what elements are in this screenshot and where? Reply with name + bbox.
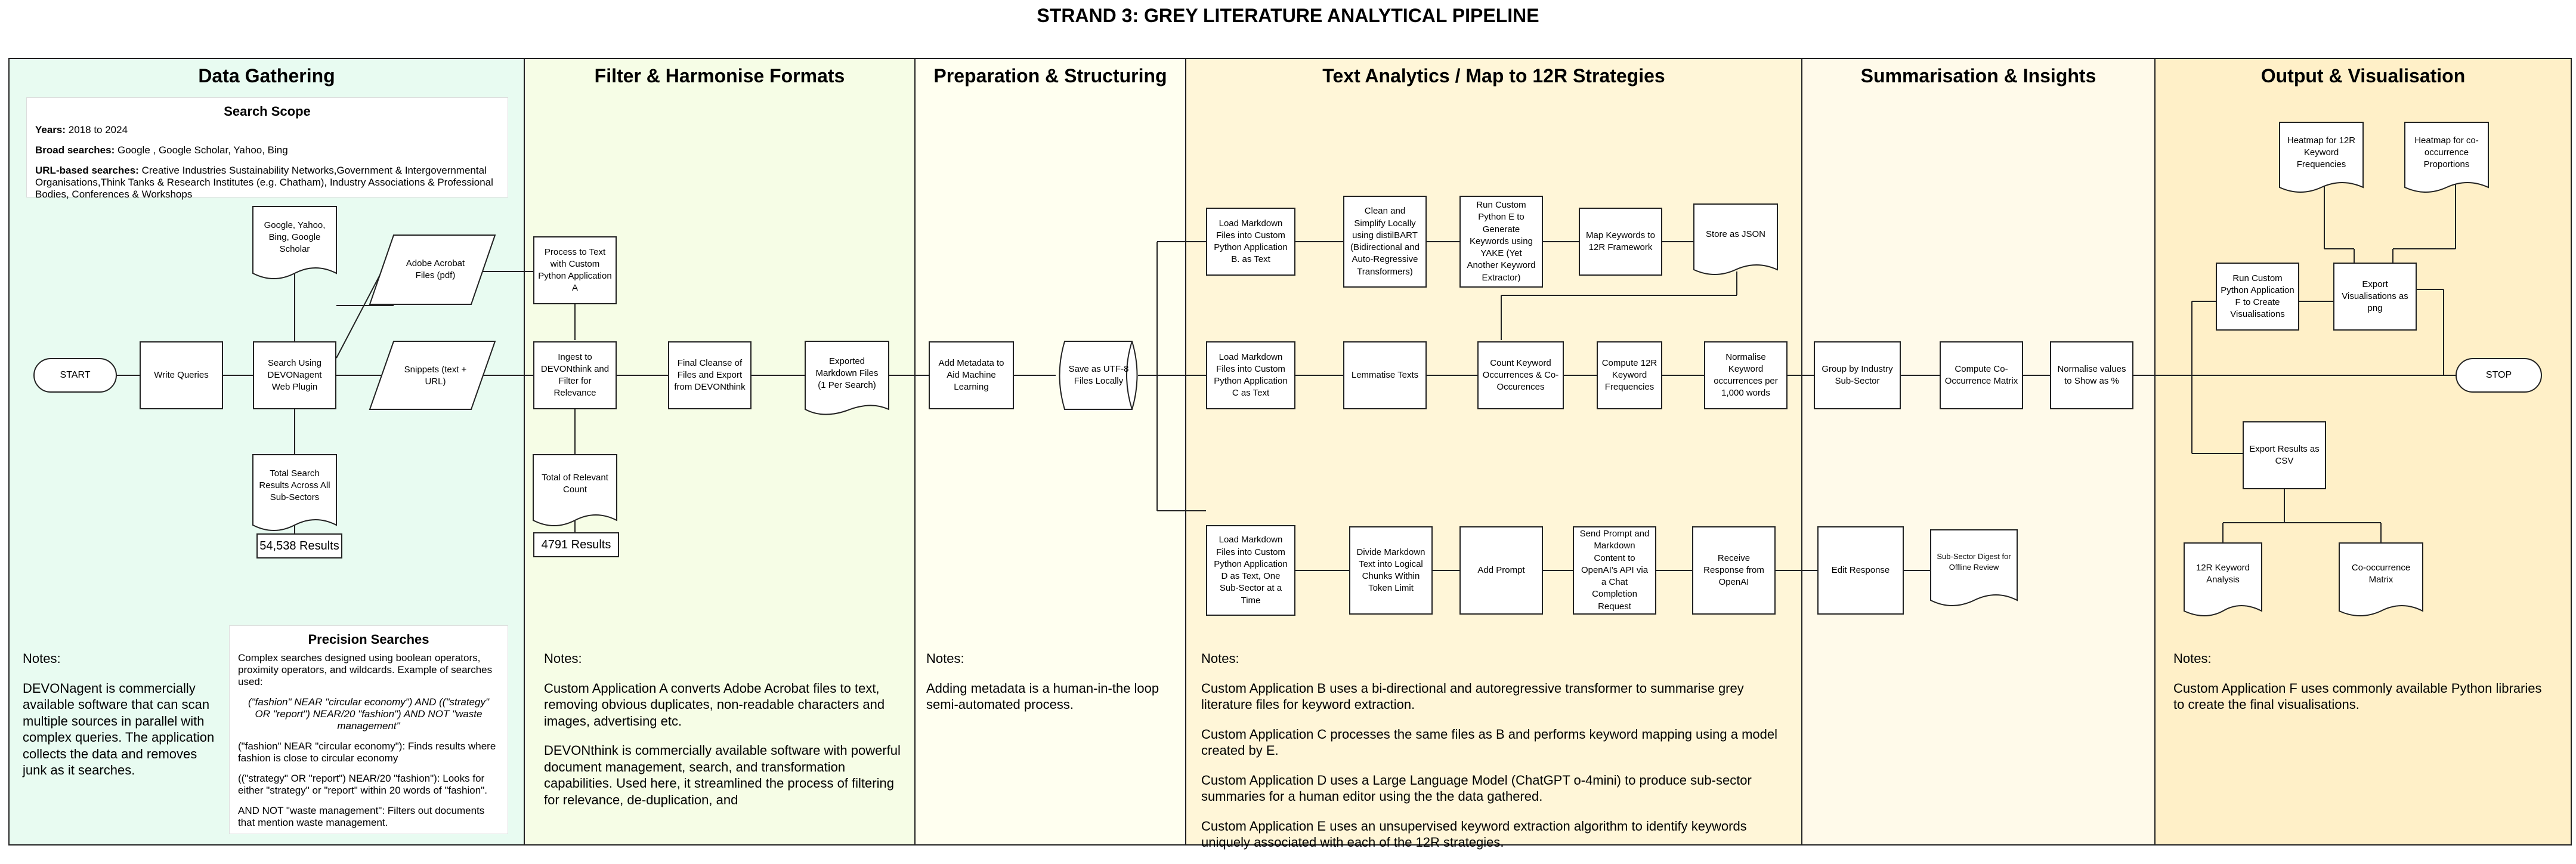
lane-title: Preparation & Structuring bbox=[933, 65, 1167, 87]
notes-gathering-text: DEVONagent is commercially available sof… bbox=[23, 680, 215, 778]
lane-title: Text Analytics / Map to 12R Strategies bbox=[1322, 65, 1665, 87]
stop-terminator: STOP bbox=[2456, 358, 2542, 393]
search-engines-doc: Google, Yahoo, Bing, Google Scholar bbox=[264, 220, 326, 255]
years-value: 2018 to 2024 bbox=[68, 124, 128, 135]
relevant-results-count: 4791 Results bbox=[533, 532, 619, 557]
heatmap-cooccurrence-doc: Heatmap for co-occurrence Proportions bbox=[2414, 135, 2479, 170]
lane-text-analytics: Text Analytics / Map to 12R Strategies bbox=[1185, 58, 1802, 846]
run-python-f-step: Run Custom Python Application F to Creat… bbox=[2216, 263, 2299, 331]
map-keywords-step: Map Keywords to 12R Framework bbox=[1579, 208, 1662, 276]
add-prompt-step: Add Prompt bbox=[1459, 526, 1543, 615]
notes-text-analytics: Notes: Custom Application B uses a bi-di… bbox=[1201, 650, 1792, 864]
notes-text-2: Custom Application C processes the same … bbox=[1201, 726, 1778, 758]
notes-label: Notes: bbox=[926, 651, 964, 666]
search-scope-panel: Search Scope Years: 2018 to 2024 Broad s… bbox=[26, 97, 508, 200]
lane-title: Data Gathering bbox=[198, 65, 335, 87]
notes-preparation: Notes: Adding metadata is a human-in-the… bbox=[926, 650, 1177, 726]
add-metadata-step: Add Metadata to Aid Machine Learning bbox=[929, 341, 1014, 409]
keyword-analysis-doc: 12R Keyword Analysis bbox=[2195, 562, 2250, 585]
store-json-doc: Store as JSON bbox=[1705, 229, 1766, 239]
notes-text-4: Custom Application E uses an unsupervise… bbox=[1201, 818, 1747, 850]
cooccurrence-matrix-doc: Co-occurrence Matrix bbox=[2351, 562, 2411, 585]
adobe-files-data: Adobe Acrobat Files (pdf) bbox=[406, 258, 465, 280]
normalise-percent-step: Normalise values to Show as % bbox=[2050, 341, 2133, 409]
precision-intro: Complex searches designed using boolean … bbox=[238, 652, 493, 687]
url-value: Creative Industries Sustainability Netwo… bbox=[35, 165, 493, 200]
load-markdown-b-step: Load Markdown Files into Custom Python A… bbox=[1206, 208, 1295, 276]
export-png-step: Export Visualisations as png bbox=[2333, 263, 2417, 331]
lemmatise-step: Lemmatise Texts bbox=[1343, 341, 1427, 409]
page-title: STRAND 3: GREY LITERATURE ANALYTICAL PIP… bbox=[1037, 5, 1539, 26]
lane-preparation: Preparation & Structuring bbox=[914, 58, 1186, 846]
ingest-devonthink-step: Ingest to DEVONthink and Filter for Rele… bbox=[533, 341, 617, 409]
precision-searches-panel: Precision Searches Complex searches desi… bbox=[229, 625, 508, 834]
divide-markdown-step: Divide Markdown Text into Logical Chunks… bbox=[1349, 526, 1433, 615]
notes-filter: Notes: Custom Application A converts Ado… bbox=[544, 650, 902, 821]
notes-label: Notes: bbox=[1201, 651, 1239, 666]
notes-label: Notes: bbox=[544, 651, 582, 666]
search-results-count: 54,538 Results bbox=[256, 533, 342, 558]
notes-text-1: Custom Application B uses a bi-direction… bbox=[1201, 680, 1744, 712]
snippets-data: Snippets (text + URL) bbox=[404, 364, 467, 387]
compute-12r-step: Compute 12R Keyword Frequencies bbox=[1597, 341, 1662, 409]
load-markdown-d-step: Load Markdown Files into Custom Python A… bbox=[1206, 525, 1295, 616]
notes-filter-text-1: Custom Application A converts Adobe Acro… bbox=[544, 680, 885, 729]
subsector-digest-doc: Sub-Sector Digest for Offline Review bbox=[1937, 552, 2011, 572]
years-label: Years: bbox=[35, 124, 66, 135]
exported-markdown-doc: Exported Markdown Files (1 Per Search) bbox=[815, 356, 879, 391]
precision-exp-2: (("strategy" OR "report") NEAR/20 "fashi… bbox=[238, 773, 487, 796]
run-python-e-step: Run Custom Python E to Generate Keywords… bbox=[1459, 196, 1543, 288]
lane-output: Output & Visualisation bbox=[2154, 58, 2572, 846]
write-queries-step: Write Queries bbox=[140, 341, 223, 409]
precision-heading: Precision Searches bbox=[308, 632, 429, 647]
receive-response-step: Receive Response from OpenAI bbox=[1692, 526, 1776, 615]
normalise-keyword-step: Normalise Keyword occurrences per 1,000 … bbox=[1704, 341, 1788, 409]
notes-filter-text-2: DEVONthink is commercially available sof… bbox=[544, 743, 901, 807]
start-terminator: START bbox=[33, 358, 117, 393]
export-csv-step: Export Results as CSV bbox=[2243, 421, 2326, 489]
precision-exp-1: ("fashion" NEAR "circular economy"): Fin… bbox=[238, 740, 496, 764]
final-cleanse-step: Final Cleanse of Files and Export from D… bbox=[668, 341, 752, 409]
group-industry-step: Group by Industry Sub-Sector bbox=[1814, 341, 1901, 409]
notes-gathering: Notes: DEVONagent is commercially availa… bbox=[23, 650, 219, 792]
total-relevant-doc: Total of Relevant Count bbox=[542, 472, 608, 495]
edit-response-step: Edit Response bbox=[1817, 526, 1904, 615]
heatmap-12r-doc: Heatmap for 12R Keyword Frequencies bbox=[2287, 135, 2356, 170]
notes-output: Notes: Custom Application F uses commonl… bbox=[2173, 650, 2555, 726]
lane-summarisation: Summarisation & Insights bbox=[1801, 58, 2156, 846]
notes-text-3: Custom Application D uses a Large Langua… bbox=[1201, 772, 1752, 804]
compute-cooccurrence-step: Compute Co-Occurrence Matrix bbox=[1940, 341, 2023, 409]
search-scope-heading: Search Scope bbox=[224, 104, 311, 119]
lane-title: Filter & Harmonise Formats bbox=[594, 65, 845, 87]
lane-title: Summarisation & Insights bbox=[1860, 65, 2096, 87]
load-markdown-c-step: Load Markdown Files into Custom Python A… bbox=[1206, 341, 1295, 409]
total-search-doc: Total Search Results Across All Sub-Sect… bbox=[259, 468, 330, 503]
notes-preparation-text: Adding metadata is a human-in-the loop s… bbox=[926, 680, 1159, 712]
notes-output-text: Custom Application F uses commonly avail… bbox=[2173, 680, 2542, 712]
notes-label: Notes: bbox=[2173, 651, 2212, 666]
broad-value: Google , Google Scholar, Yahoo, Bing bbox=[117, 144, 288, 156]
notes-label: Notes: bbox=[23, 651, 61, 666]
precision-exp-3: AND NOT "waste management": Filters out … bbox=[238, 805, 485, 828]
lane-title: Output & Visualisation bbox=[2260, 65, 2466, 87]
send-prompt-step: Send Prompt and Markdown Content to Open… bbox=[1573, 526, 1656, 615]
clean-simplify-step: Clean and Simplify Locally using distilB… bbox=[1343, 196, 1427, 288]
save-utf8-store: Save as UTF-8 Files Locally bbox=[1068, 363, 1129, 386]
search-devonagent-step: Search Using DEVONagent Web Plugin bbox=[253, 341, 336, 409]
precision-example: ("fashion" NEAR "circular economy") AND … bbox=[248, 696, 489, 732]
url-label: URL-based searches: bbox=[35, 165, 139, 176]
broad-label: Broad searches: bbox=[35, 144, 115, 156]
count-keyword-step: Count Keyword Occurrences & Co-Occurence… bbox=[1477, 341, 1564, 409]
process-text-a-step: Process to Text with Custom Python Appli… bbox=[533, 236, 617, 304]
